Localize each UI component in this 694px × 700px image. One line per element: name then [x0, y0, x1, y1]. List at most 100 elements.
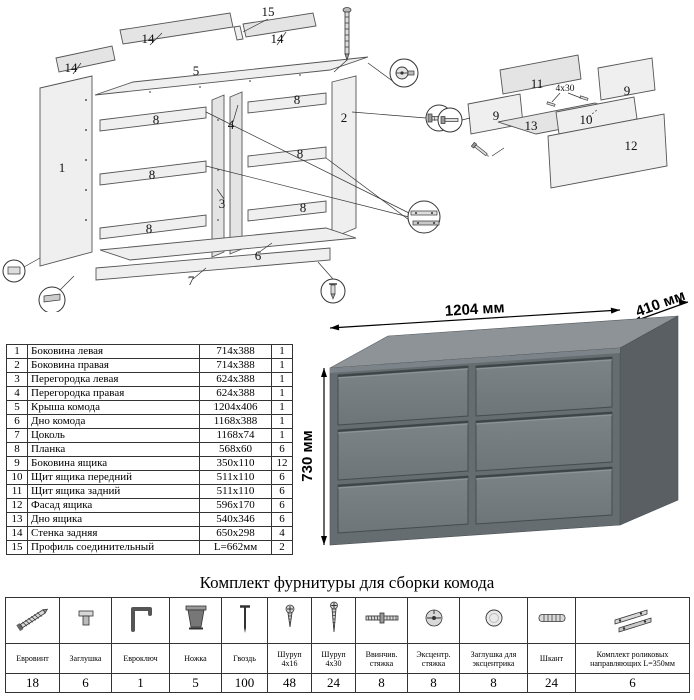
height-dimension: 730 мм: [300, 368, 327, 545]
part-size: 596x170: [199, 498, 272, 513]
hardware-qty: 18: [5, 673, 60, 693]
part-label: 10: [580, 112, 593, 127]
part-name: Цоколь: [27, 428, 200, 443]
part-label: 7: [188, 273, 195, 288]
part-number: 9: [6, 456, 28, 471]
part-name: Дно комода: [27, 414, 200, 429]
dresser-side-face: [619, 315, 679, 526]
drawer-bevel-highlights: [337, 359, 613, 489]
part-number: 8: [6, 442, 28, 457]
part-label: 8: [149, 167, 156, 182]
table-row: 14 Стенка задняя 650x298 4: [6, 526, 293, 541]
table-row: 1 Боковина левая 714x388 1: [6, 344, 293, 359]
hardware-qty-row: 18 6 1 5 100 48 24 8 8 8 24 6: [5, 673, 690, 693]
part-label: 4: [228, 117, 235, 132]
part-name: Крыша комода: [27, 400, 200, 415]
part-size: 1204x406: [199, 400, 272, 415]
hardware-qty: 8: [407, 673, 460, 693]
hardware-label-row: Евровинт Заглушка Евроключ Ножка Гвоздь …: [5, 643, 690, 674]
hardware-qty: 6: [575, 673, 690, 693]
part-name: Перегородка левая: [27, 372, 200, 387]
screw-glyph: [342, 7, 352, 62]
part-name: Перегородка правая: [27, 386, 200, 401]
part-side-right: [331, 75, 357, 239]
hardware-label: Шуруп 4x16: [267, 643, 312, 674]
part-name: Фасад ящика: [27, 498, 200, 513]
bracket-callout: [38, 286, 66, 312]
part-back-panel: [55, 45, 116, 73]
hardware-label: Заглушка для эксцентрика: [459, 643, 528, 674]
part-label: 4x30: [556, 84, 575, 94]
part-name: Щит ящика передний: [27, 470, 200, 485]
part-label: 2: [341, 110, 348, 125]
part-name: Стенка задняя: [27, 526, 200, 541]
hardware-label: Ножка: [169, 643, 222, 674]
hardware-qty: 100: [221, 673, 268, 693]
part-label: 12: [625, 138, 638, 153]
part-drawer-facade: [547, 113, 668, 189]
hardware-qty: 24: [311, 673, 356, 693]
hardware-label: Евровинт: [5, 643, 60, 674]
part-label: 15: [262, 4, 275, 19]
euro-key-icon: [111, 597, 170, 644]
table-row: 6 Дно комода 1168x388 1: [6, 414, 293, 429]
hardware-label: Шуруп 4x30: [311, 643, 356, 674]
part-label: 9: [493, 108, 500, 123]
table-row: 4 Перегородка правая 624x388 1: [6, 386, 293, 401]
part-size: 624x388: [199, 372, 272, 387]
part-size: 624x388: [199, 386, 272, 401]
dresser-top-edge: [330, 348, 620, 373]
part-drawer-side: [597, 57, 656, 101]
part-number: 13: [6, 512, 28, 527]
eccentric-tie-icon: [407, 597, 460, 644]
part-plank: [247, 146, 327, 168]
part-label: 11: [531, 76, 544, 91]
part-size: 714x388: [199, 358, 272, 373]
part-plank: [247, 92, 327, 114]
part-divider-left: [211, 94, 225, 258]
part-qty: 6: [271, 498, 293, 513]
part-number: 12: [6, 498, 28, 513]
height-dimension-label: 730 мм: [300, 430, 316, 481]
exploded-drawer-view: [437, 54, 668, 189]
part-plank: [99, 214, 207, 240]
hardware-qty: 24: [527, 673, 576, 693]
part-name: Профиль соединительный: [27, 540, 200, 555]
hardware-qty: 8: [459, 673, 528, 693]
table-row: 9 Боковина ящика 350x110 12: [6, 456, 293, 471]
eccentric-cam-callout: [389, 58, 419, 88]
part-connect-profile: [233, 25, 244, 41]
part-qty: 1: [271, 358, 293, 373]
part-qty: 2: [271, 540, 293, 555]
part-size: 511x110: [199, 484, 272, 499]
part-qty: 12: [271, 456, 293, 471]
part-label: 8: [294, 92, 301, 107]
cap-icon: [59, 597, 112, 644]
part-number: 4: [6, 386, 28, 401]
table-row: 2 Боковина правая 714x388 1: [6, 358, 293, 373]
part-number: 5: [6, 400, 28, 415]
part-size: L=662мм: [199, 540, 272, 555]
part-name: Дно ящика: [27, 512, 200, 527]
part-qty: 6: [271, 470, 293, 485]
part-name: Щит ящика задний: [27, 484, 200, 499]
part-label: 9: [624, 83, 631, 98]
part-number: 3: [6, 372, 28, 387]
part-qty: 6: [271, 484, 293, 499]
part-size: 1168x74: [199, 428, 272, 443]
part-label: 8: [300, 200, 307, 215]
part-side-left: [39, 75, 93, 267]
exploded-views: 15 14 14 14 5 1 8 4 8 8 3 8 8 8 2 6 7 11…: [2, 4, 668, 312]
part-size: 511x110: [199, 470, 272, 485]
part-label: 14: [271, 31, 285, 46]
hardware-label: Шкант: [527, 643, 576, 674]
part-label: 3: [219, 196, 226, 211]
screw-4x16-icon: [267, 597, 312, 644]
part-number: 2: [6, 358, 28, 373]
part-back-panel: [119, 12, 234, 45]
screw-callout: [320, 278, 346, 304]
part-number: 15: [6, 540, 28, 555]
part-qty: 1: [271, 400, 293, 415]
eccentric-cap-icon: [459, 597, 528, 644]
